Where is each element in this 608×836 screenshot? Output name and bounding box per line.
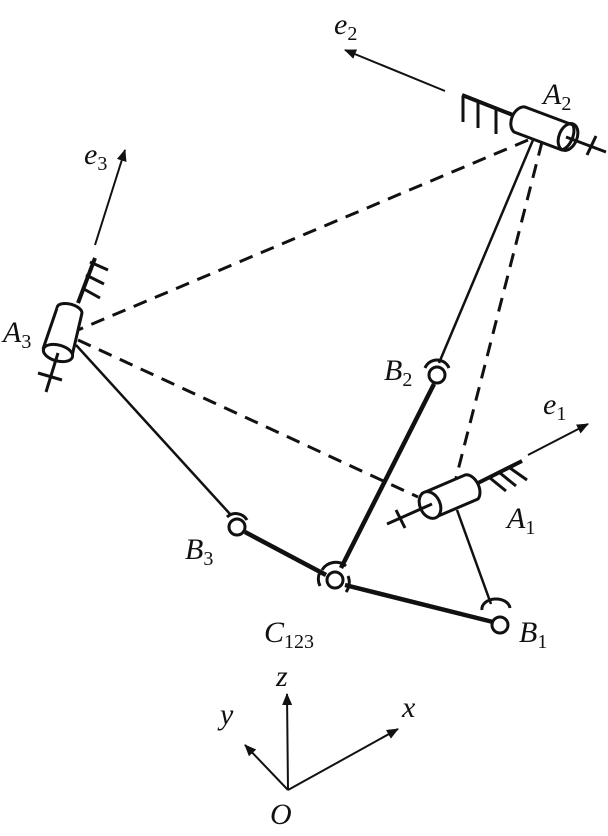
- label-A1: A1: [507, 502, 536, 539]
- label-z: z: [276, 660, 288, 693]
- y-axis: [244, 744, 289, 791]
- joint-B2: [423, 358, 451, 385]
- label-e1: e1: [543, 388, 567, 425]
- label-B2: B2: [384, 354, 413, 391]
- label-B3: B3: [185, 533, 214, 570]
- actuator-A1: [386, 459, 528, 529]
- label-y: y: [220, 698, 234, 731]
- label-x: x: [402, 691, 416, 724]
- label-A3: A3: [3, 316, 32, 353]
- joint-B1: [480, 597, 512, 635]
- dashed-links: [77, 138, 544, 499]
- coordinate-frame: [244, 693, 399, 791]
- thin-legs: [75, 139, 535, 605]
- x-axis: [287, 728, 399, 791]
- z-axis: [282, 693, 293, 791]
- e3-arrow: [94, 149, 127, 246]
- label-A2: A2: [543, 78, 572, 115]
- label-e3: e3: [84, 138, 108, 175]
- label-C123: C123: [264, 616, 315, 653]
- e2-arrow: [344, 49, 446, 92]
- label-B1: B1: [519, 616, 548, 653]
- joint-C123: [316, 560, 351, 593]
- label-e2: e2: [334, 8, 358, 45]
- thick-links: [243, 382, 494, 625]
- actuator-A2: [461, 93, 607, 156]
- label-origin: O: [270, 798, 292, 831]
- joint-B3: [225, 512, 249, 537]
- e1-arrow: [527, 423, 589, 456]
- actuator-A3: [37, 257, 109, 393]
